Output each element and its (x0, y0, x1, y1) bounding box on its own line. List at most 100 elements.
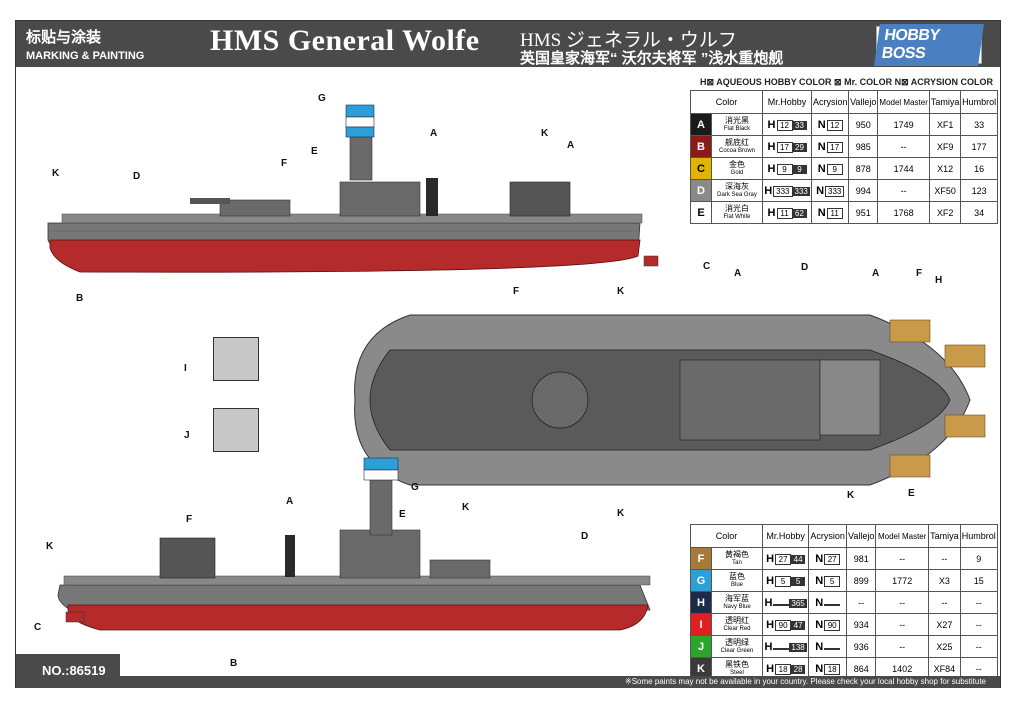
title-japanese: HMS ジェネラル・ウルフ (520, 30, 737, 51)
callout-e: E (908, 488, 915, 499)
callout-c: C (34, 622, 42, 633)
column-header: Vallejo (848, 90, 879, 114)
mr-color-code: 29 (792, 142, 807, 152)
tamiya-code: X3 (928, 569, 961, 592)
callout-a: A (567, 140, 575, 151)
acrysion-prefix: N (817, 140, 826, 153)
tamiya-code: -- (928, 591, 961, 614)
color-letter: H (690, 591, 712, 614)
color-letter: B (690, 135, 712, 158)
callout-f: F (513, 286, 520, 297)
mr-color-code: 47 (791, 620, 806, 630)
column-header: Acrysion (808, 524, 848, 548)
column-header: Acrysion (811, 90, 850, 114)
callout-k: K (46, 541, 54, 552)
callout-f: F (281, 158, 288, 169)
mr-color-code: 62 (792, 208, 807, 218)
mr-color-code: 5 (791, 576, 806, 586)
callout-k: K (847, 490, 855, 501)
mm-code: -- (877, 179, 931, 202)
ship-side-profile-bottom (57, 457, 651, 631)
acrysion-value: 333 (825, 185, 845, 197)
acrysion-code: N (808, 635, 848, 658)
column-header: Tamiya (928, 524, 961, 548)
callout-g: G (318, 93, 326, 104)
hobby-prefix: H (767, 140, 776, 153)
acrysion-prefix: N (817, 206, 826, 219)
color-name-cn: 金色 (729, 159, 745, 169)
color-name-cn: 海军蓝 (725, 593, 749, 603)
acrysion-value: 90 (824, 619, 841, 631)
mr-color-code: 44 (791, 554, 806, 564)
aqueous-code: 27 (775, 553, 792, 565)
column-header: Mr.Hobby (761, 90, 813, 114)
acrysion-value (824, 603, 841, 606)
acrysion-value: 17 (826, 141, 843, 153)
mr-color-code: 28 (791, 664, 806, 674)
color-name-en: Clear Green (720, 647, 754, 654)
callout-k: K (617, 286, 625, 297)
aqueous-code: 18 (775, 663, 792, 675)
detail-inset-j (213, 408, 259, 452)
humbrol-code: 34 (960, 201, 998, 224)
humbrol-code: 177 (960, 135, 998, 158)
acrysion-value: 12 (826, 119, 843, 131)
color-letter: C (690, 157, 712, 180)
acrysion-prefix: N (815, 662, 824, 675)
mm-code: 1768 (877, 201, 931, 224)
detail-inset-i (213, 337, 259, 381)
tamiya-code: XF9 (929, 135, 962, 158)
vallejo-code: 899 (846, 569, 877, 592)
callout-b: B (230, 658, 238, 669)
hobby-prefix: H (767, 118, 776, 131)
callout-a: A (286, 496, 294, 507)
mm-code: -- (875, 635, 930, 658)
aqueous-code: 5 (775, 575, 792, 587)
color-name-cn: 透明绿 (725, 637, 749, 647)
callout-b: B (76, 293, 84, 304)
vallejo-code: 936 (846, 635, 877, 658)
hobby-prefix: H (764, 640, 773, 653)
title-chinese: 英国皇家海军“ 沃尔夫将军 ”浅水重炮舰 (520, 50, 784, 67)
brand-logo: HOBBY BOSS (874, 24, 984, 66)
column-header: Model Master (875, 524, 930, 548)
hobby-prefix: H (764, 596, 773, 609)
product-number: NO.:86519 (16, 654, 120, 687)
hobby-prefix: H (767, 206, 776, 219)
column-header: Color (690, 90, 763, 114)
callout-d: D (801, 262, 809, 273)
callout-h: H (935, 275, 943, 286)
callout-k: K (52, 168, 60, 179)
callout-j: J (184, 430, 190, 441)
callout-k: K (541, 128, 549, 139)
mm-code: -- (875, 591, 930, 614)
callout-e: E (311, 146, 318, 157)
color-name-cn: 深海灰 (725, 181, 749, 191)
column-header: Humbrol (959, 524, 999, 548)
callout-a: A (734, 268, 742, 279)
mm-code: 1772 (875, 569, 930, 592)
acrysion-prefix: N (816, 184, 825, 197)
color-name-en: Cocoa Brown (718, 147, 756, 154)
mr-color-code: 33 (792, 120, 807, 130)
hobby-prefix: H (767, 162, 776, 175)
